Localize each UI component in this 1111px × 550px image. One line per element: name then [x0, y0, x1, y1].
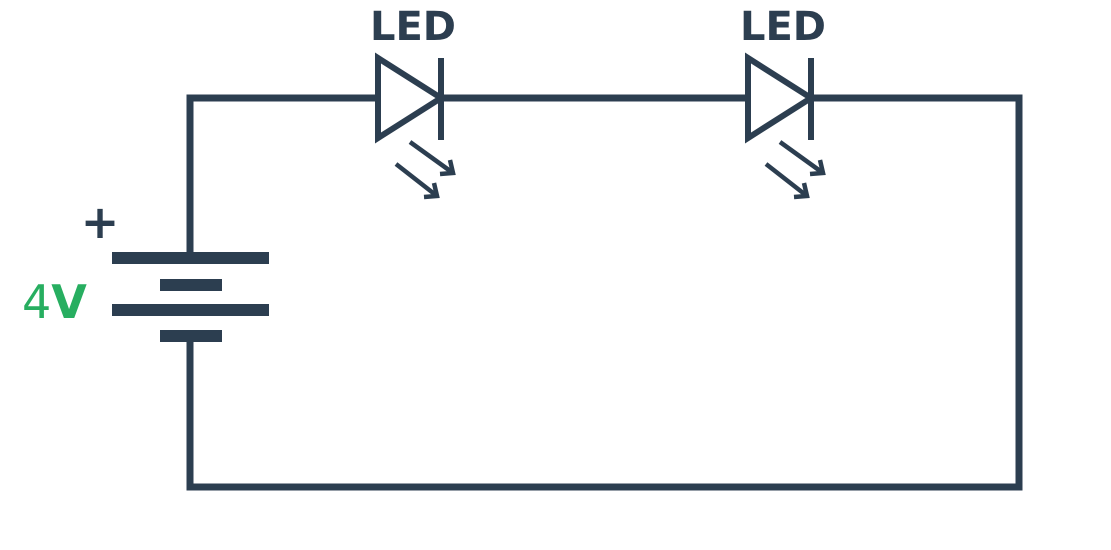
voltage-value: 4 — [22, 275, 51, 329]
led-1-label: LED — [370, 4, 456, 50]
led-2: LED — [740, 4, 826, 200]
battery-plate-short-1 — [160, 279, 222, 291]
light-emission-icon — [394, 140, 456, 200]
led-diode-icon — [745, 52, 817, 144]
battery-icon — [112, 252, 269, 342]
voltage-unit: V — [51, 275, 87, 329]
battery-polarity-plus: + — [81, 195, 120, 249]
battery-voltage-label: 4V — [22, 275, 87, 329]
led-2-label: LED — [740, 4, 826, 50]
wire-top-left — [186, 94, 378, 252]
battery-plate-long-2 — [112, 304, 269, 316]
light-emission-icon — [764, 140, 826, 200]
battery-plate-short-2 — [160, 330, 222, 342]
led-diode-icon — [375, 52, 447, 144]
circuit-wires — [186, 94, 1023, 491]
led-1: LED — [370, 4, 456, 200]
battery-plate-long-1 — [112, 252, 269, 264]
wire-right-loop — [186, 94, 1023, 491]
